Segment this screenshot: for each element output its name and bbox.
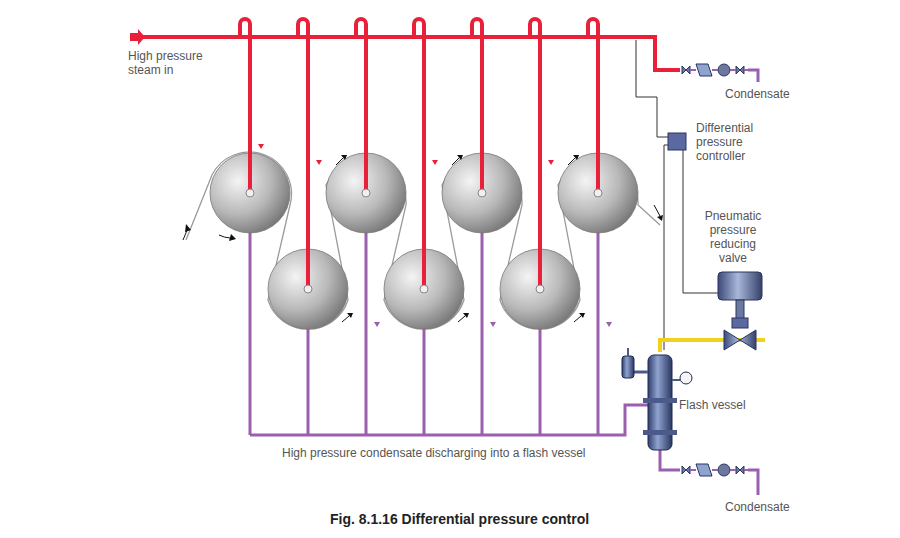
inlet-label: High pressure steam in bbox=[128, 49, 228, 77]
vessel-label: Flash vessel bbox=[679, 398, 769, 412]
controller-label: Differential pressure controller bbox=[696, 121, 768, 163]
figure-caption: Fig. 8.1.16 Differential pressure contro… bbox=[330, 511, 589, 527]
condensate-label: Condensate bbox=[725, 87, 845, 101]
header-label: High pressure condensate discharging int… bbox=[282, 446, 622, 460]
valve-label: Pneumatic pressure reducing valve bbox=[700, 209, 766, 265]
condensate-label: Condensate bbox=[725, 500, 845, 514]
